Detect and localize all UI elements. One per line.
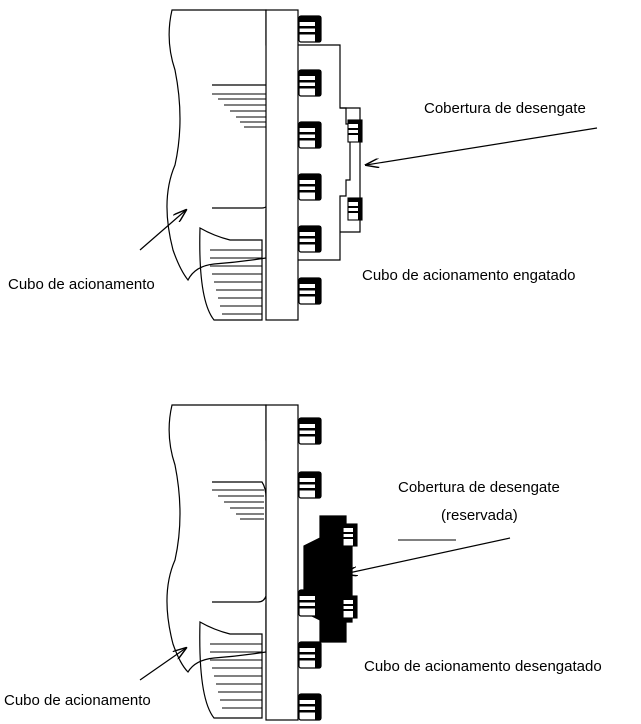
engaged-hub-label: Cubo de acionamento [8,276,155,293]
engaged-hub-view: Cobertura de desengate Cubo de acionamen… [8,9,598,321]
disengaged-hub-view: Cobertura de desengate (reservada) Cubo … [4,404,602,721]
reserved-cover-leader-line [344,537,511,574]
cover-leader-line [366,127,598,165]
drive-hub-body-disengaged [166,404,298,719]
engaged-cover-label: Cobertura de desengate [424,100,586,117]
flange-bolts [298,15,322,305]
reserved-cover-label-line2: (reservada) [441,507,518,524]
engaged-cover-plate [298,44,351,261]
engaged-state-label: Cubo de acionamento engatado [362,267,576,284]
disengaged-hub-label: Cubo de acionamento [4,692,151,709]
drive-hub-body [166,9,281,321]
disengaged-hub-leader-line [139,648,186,681]
hub-flange-disengaged [265,404,299,721]
hub-flange [265,9,299,321]
disengaged-state-label: Cubo de acionamento desengatado [364,658,602,675]
hub-leader-line [139,210,186,251]
reserved-cover-label-line1: Cobertura de desengate [398,479,560,496]
